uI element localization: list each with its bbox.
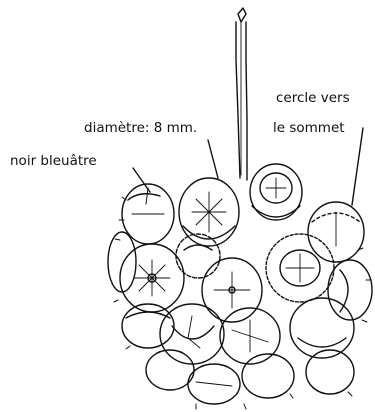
berry-bottom-center-right bbox=[242, 354, 294, 398]
berry-mid-left bbox=[120, 244, 184, 312]
pointer-cercle bbox=[352, 128, 363, 205]
berry-far-right bbox=[328, 260, 372, 320]
berry-mid-center-left bbox=[176, 234, 220, 278]
berry-mid-right bbox=[266, 234, 334, 302]
circle-label-line2: le sommet bbox=[273, 120, 345, 137]
berry-lower-center-left bbox=[160, 304, 224, 364]
circle-label-line1: cercle vers bbox=[276, 90, 350, 107]
berry-top-right bbox=[308, 202, 364, 262]
stalk bbox=[236, 8, 247, 180]
berry-center bbox=[202, 258, 262, 322]
berry-back-left bbox=[122, 184, 174, 244]
diameter-label: diamètre: 8 mm. bbox=[84, 120, 197, 137]
berry-top-right-center bbox=[250, 164, 302, 220]
berry-bottom-center bbox=[188, 364, 240, 404]
pointer-diameter bbox=[208, 140, 218, 178]
berry-left-edge bbox=[108, 232, 136, 292]
berry-lower-left bbox=[122, 304, 174, 348]
berry-lower-right bbox=[290, 298, 354, 358]
color-label: noir bleuâtre bbox=[10, 153, 97, 170]
